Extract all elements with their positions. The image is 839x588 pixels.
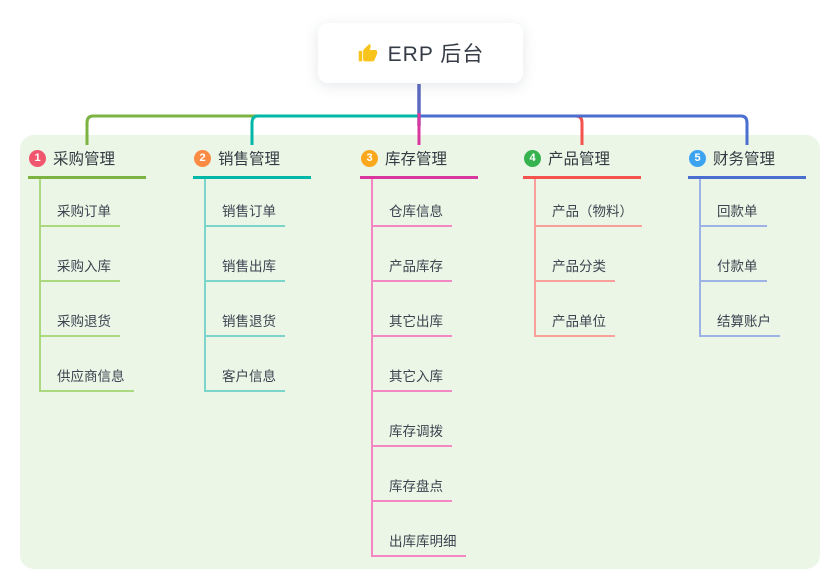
child-row: 销售出库 <box>206 227 343 282</box>
branch-header-finance[interactable]: 5 财务管理 <box>688 147 806 179</box>
badge-3: 3 <box>361 149 378 167</box>
mindmap-panel <box>20 135 820 569</box>
child-row: 产品库存 <box>373 227 510 282</box>
branch-header-purchase[interactable]: 1 采购管理 <box>28 147 146 179</box>
branch-inventory: 3 库存管理 仓库信息 产品库存 其它出库 其它入库 库存调拨 库存盘点 出库库… <box>360 147 510 557</box>
child-node[interactable]: 采购订单 <box>41 200 120 227</box>
child-row: 产品分类 <box>536 227 673 282</box>
branch-children: 销售订单 销售出库 销售退货 客户信息 <box>204 179 343 392</box>
branch-header-inventory[interactable]: 3 库存管理 <box>360 147 478 179</box>
child-node[interactable]: 库存调拨 <box>373 420 452 447</box>
child-node[interactable]: 销售出库 <box>206 255 285 282</box>
child-node[interactable]: 产品分类 <box>536 255 615 282</box>
child-node[interactable]: 采购退货 <box>41 310 120 337</box>
branch-label: 采购管理 <box>53 151 116 168</box>
branch-label: 财务管理 <box>713 151 776 168</box>
child-node[interactable]: 结算账户 <box>701 310 780 337</box>
child-row: 库存盘点 <box>373 447 510 502</box>
branch-header-sales[interactable]: 2 销售管理 <box>193 147 311 179</box>
child-row: 付款单 <box>701 227 838 282</box>
branch-label: 产品管理 <box>548 151 611 168</box>
child-node[interactable]: 采购入库 <box>41 255 120 282</box>
branch-children: 仓库信息 产品库存 其它出库 其它入库 库存调拨 库存盘点 出库库明细 <box>371 179 510 557</box>
child-row: 销售订单 <box>206 179 343 227</box>
child-row: 供应商信息 <box>41 337 178 392</box>
branch-header-product[interactable]: 4 产品管理 <box>523 147 641 179</box>
child-row: 采购入库 <box>41 227 178 282</box>
child-row: 仓库信息 <box>373 179 510 227</box>
child-row: 其它出库 <box>373 282 510 337</box>
badge-4: 4 <box>524 149 541 167</box>
child-node[interactable]: 库存盘点 <box>373 475 452 502</box>
child-row: 采购退货 <box>41 282 178 337</box>
child-node[interactable]: 产品单位 <box>536 310 615 337</box>
thumbs-up-icon <box>358 43 377 61</box>
child-row: 产品（物料） <box>536 179 673 227</box>
child-node[interactable]: 回款单 <box>701 200 767 227</box>
branch-children: 采购订单 采购入库 采购退货 供应商信息 <box>39 179 178 392</box>
root-node-label: ERP 后台 <box>387 43 485 66</box>
branch-label: 销售管理 <box>218 151 281 168</box>
branch-sales: 2 销售管理 销售订单 销售出库 销售退货 客户信息 <box>193 147 343 392</box>
child-node[interactable]: 其它出库 <box>373 310 452 337</box>
child-node[interactable]: 客户信息 <box>206 365 285 392</box>
badge-2: 2 <box>194 149 211 167</box>
branch-children: 回款单 付款单 结算账户 <box>699 179 838 337</box>
badge-1: 1 <box>29 149 46 167</box>
child-node[interactable]: 付款单 <box>701 255 767 282</box>
child-node[interactable]: 销售退货 <box>206 310 285 337</box>
child-node[interactable]: 产品（物料） <box>536 200 642 227</box>
branch-finance: 5 财务管理 回款单 付款单 结算账户 <box>688 147 838 337</box>
child-node[interactable]: 出库库明细 <box>373 530 466 557</box>
child-row: 出库库明细 <box>373 502 510 557</box>
child-row: 库存调拨 <box>373 392 510 447</box>
child-row: 回款单 <box>701 179 838 227</box>
child-row: 客户信息 <box>206 337 343 392</box>
child-row: 产品单位 <box>536 282 673 337</box>
branch-purchase: 1 采购管理 采购订单 采购入库 采购退货 供应商信息 <box>28 147 178 392</box>
child-row: 销售退货 <box>206 282 343 337</box>
child-node[interactable]: 产品库存 <box>373 255 452 282</box>
branch-label: 库存管理 <box>385 151 448 168</box>
child-node[interactable]: 其它入库 <box>373 365 452 392</box>
branch-children: 产品（物料） 产品分类 产品单位 <box>534 179 673 337</box>
badge-5: 5 <box>689 149 706 167</box>
child-row: 其它入库 <box>373 337 510 392</box>
child-node[interactable]: 仓库信息 <box>373 200 452 227</box>
child-row: 结算账户 <box>701 282 838 337</box>
child-node[interactable]: 供应商信息 <box>41 365 134 392</box>
root-node-erp[interactable]: ERP 后台 <box>318 23 523 83</box>
branch-product: 4 产品管理 产品（物料） 产品分类 产品单位 <box>523 147 673 337</box>
child-node[interactable]: 销售订单 <box>206 200 285 227</box>
child-row: 采购订单 <box>41 179 178 227</box>
